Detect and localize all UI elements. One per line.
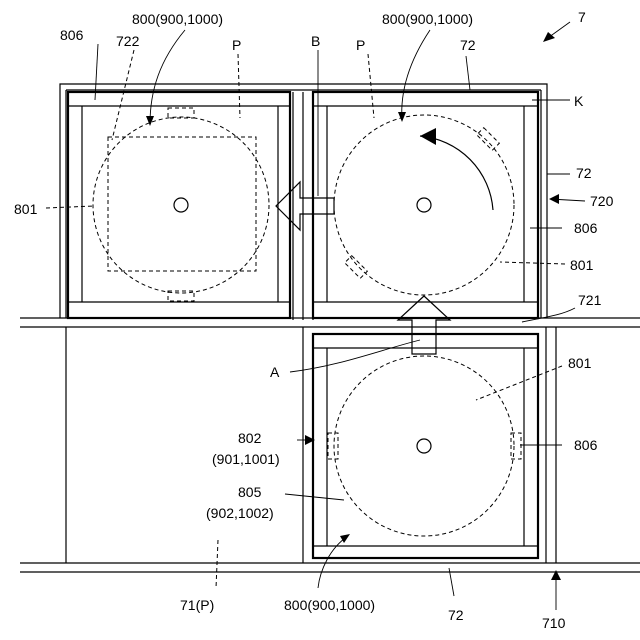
lower-cell (313, 334, 538, 558)
fig-number-label: 7 (578, 9, 586, 25)
ref-800-top-left: 800(900,1000) (132, 11, 223, 27)
ref-801-right: 801 (570, 257, 594, 273)
center-wall (293, 92, 313, 320)
ref-721: 721 (578, 292, 602, 308)
ref-805: 805 (238, 484, 262, 500)
ref-800-bottom: 800(900,1000) (284, 597, 375, 613)
ref-71: 71(P) (180, 597, 214, 613)
ref-806-right: 806 (574, 220, 598, 236)
ref-B: B (311, 33, 320, 49)
upper-right-cell (313, 92, 538, 318)
ref-P-right: P (356, 37, 365, 53)
ref-710: 710 (542, 615, 566, 631)
ref-72-right: 72 (576, 165, 592, 181)
arrow-A (398, 296, 450, 354)
ref-802: 802 (238, 430, 262, 446)
ref-800-top-right: 800(900,1000) (382, 11, 473, 27)
ref-806-top-left: 806 (60, 27, 84, 43)
leader-lines (46, 22, 585, 610)
ref-A: A (270, 364, 280, 380)
ref-805-sub: (902,1002) (206, 505, 274, 521)
upper-left-cell (68, 92, 290, 318)
ref-806-bottom: 806 (574, 437, 598, 453)
arrow-B (276, 182, 334, 230)
ref-801-bottom: 801 (568, 355, 592, 371)
ref-802-sub: (901,1001) (212, 451, 280, 467)
ref-720: 720 (590, 193, 614, 209)
ref-722: 722 (116, 33, 140, 49)
ref-801-left: 801 (14, 201, 38, 217)
ref-72-top: 72 (460, 37, 476, 53)
ref-K: K (574, 93, 584, 109)
ref-72-bottom: 72 (448, 607, 464, 623)
ref-P-left: P (232, 37, 241, 53)
